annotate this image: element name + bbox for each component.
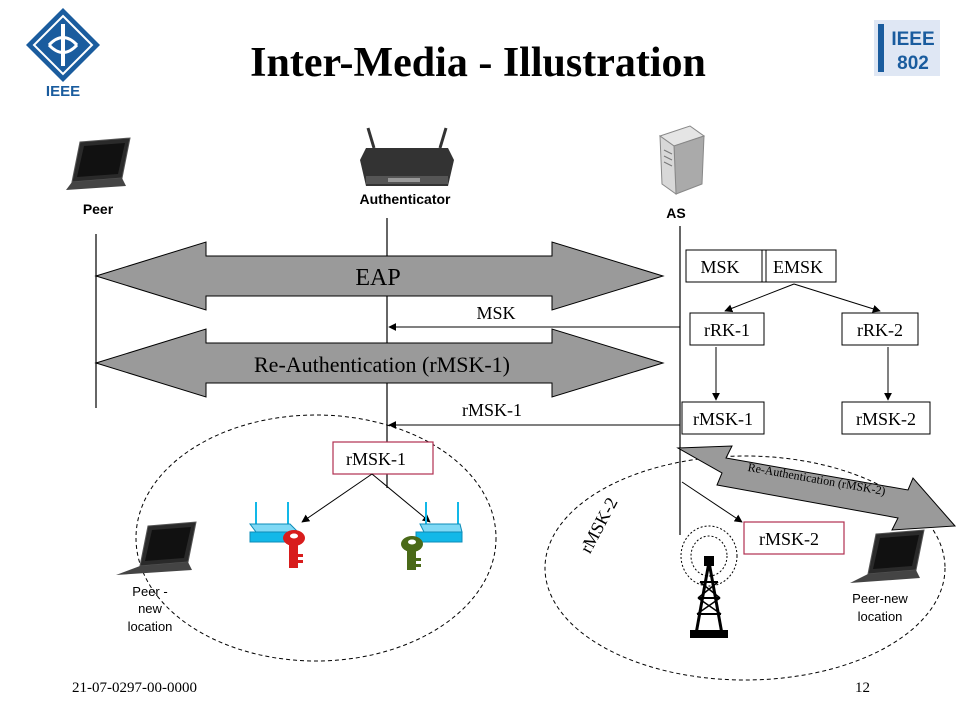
- peer-old-line2: new: [138, 601, 162, 616]
- footer-doc-id: 21-07-0297-00-0000: [72, 680, 197, 696]
- tower-rmsk2-box: [743, 521, 845, 555]
- eap-label: EAP: [355, 265, 400, 291]
- laptop-icon: [116, 521, 197, 575]
- peer-old-line3: location: [128, 619, 173, 634]
- msk-key-label: MSK: [700, 257, 739, 277]
- access-point-icon: [415, 502, 463, 543]
- rmsk1-key-box: [681, 401, 765, 435]
- ieee-logo: IEEE: [26, 8, 100, 100]
- emsk-key-box: [761, 249, 837, 283]
- peer-old-line1: Peer -: [132, 584, 167, 599]
- emsk-key-label: EMSK: [773, 257, 823, 277]
- reauth2-arrow: [676, 445, 957, 531]
- reauth1-arrow: [94, 328, 665, 398]
- rmsk1-key-label: rMSK-1: [693, 409, 753, 429]
- rrk1-key-label: rRK-1: [704, 320, 750, 340]
- new-location-region: [544, 455, 946, 681]
- rrk2-key-box: [841, 312, 919, 346]
- tower-rmsk2-label: rMSK-2: [759, 529, 819, 549]
- laptop-icon: [66, 137, 131, 190]
- msk-message-label: MSK: [476, 303, 515, 323]
- peer-new-line1: Peer-new: [852, 591, 908, 606]
- rrk2-key-label: rRK-2: [857, 320, 903, 340]
- reauth1-label: Re-Authentication (rMSK-1): [254, 352, 510, 377]
- laptop-icon: [850, 529, 925, 583]
- page-title: Inter-Media - Illustration: [250, 40, 706, 86]
- auth-rmsk1-label: rMSK-1: [346, 449, 406, 469]
- page-number: 12: [855, 680, 870, 696]
- peer-new-line2: location: [858, 609, 903, 624]
- ieee-logo-text: IEEE: [46, 83, 80, 100]
- rmsk2-key-box: [841, 401, 931, 435]
- old-location-region: [135, 414, 497, 662]
- rmsk1-message-label: rMSK-1: [462, 400, 522, 420]
- as-label: AS: [666, 205, 685, 221]
- key-icon: [401, 536, 423, 570]
- eap-arrow: [94, 241, 665, 311]
- rmsk2-key-label: rMSK-2: [856, 409, 916, 429]
- rrk1-key-box: [689, 312, 765, 346]
- rmsk2-region-label: rMSK-2: [576, 494, 622, 556]
- ieee802-bottom: 802: [897, 53, 929, 74]
- router-icon: [360, 127, 454, 186]
- ieee802-top: IEEE: [891, 29, 934, 50]
- authenticator-label: Authenticator: [360, 191, 452, 207]
- server-icon: [658, 125, 706, 196]
- key-icon: [283, 530, 305, 568]
- peer-label: Peer: [83, 201, 114, 217]
- access-point-icon: [249, 502, 300, 543]
- cell-tower-icon: [680, 525, 738, 638]
- auth-rmsk1-box: [332, 441, 434, 475]
- ieee802-logo: IEEE 802: [874, 20, 940, 76]
